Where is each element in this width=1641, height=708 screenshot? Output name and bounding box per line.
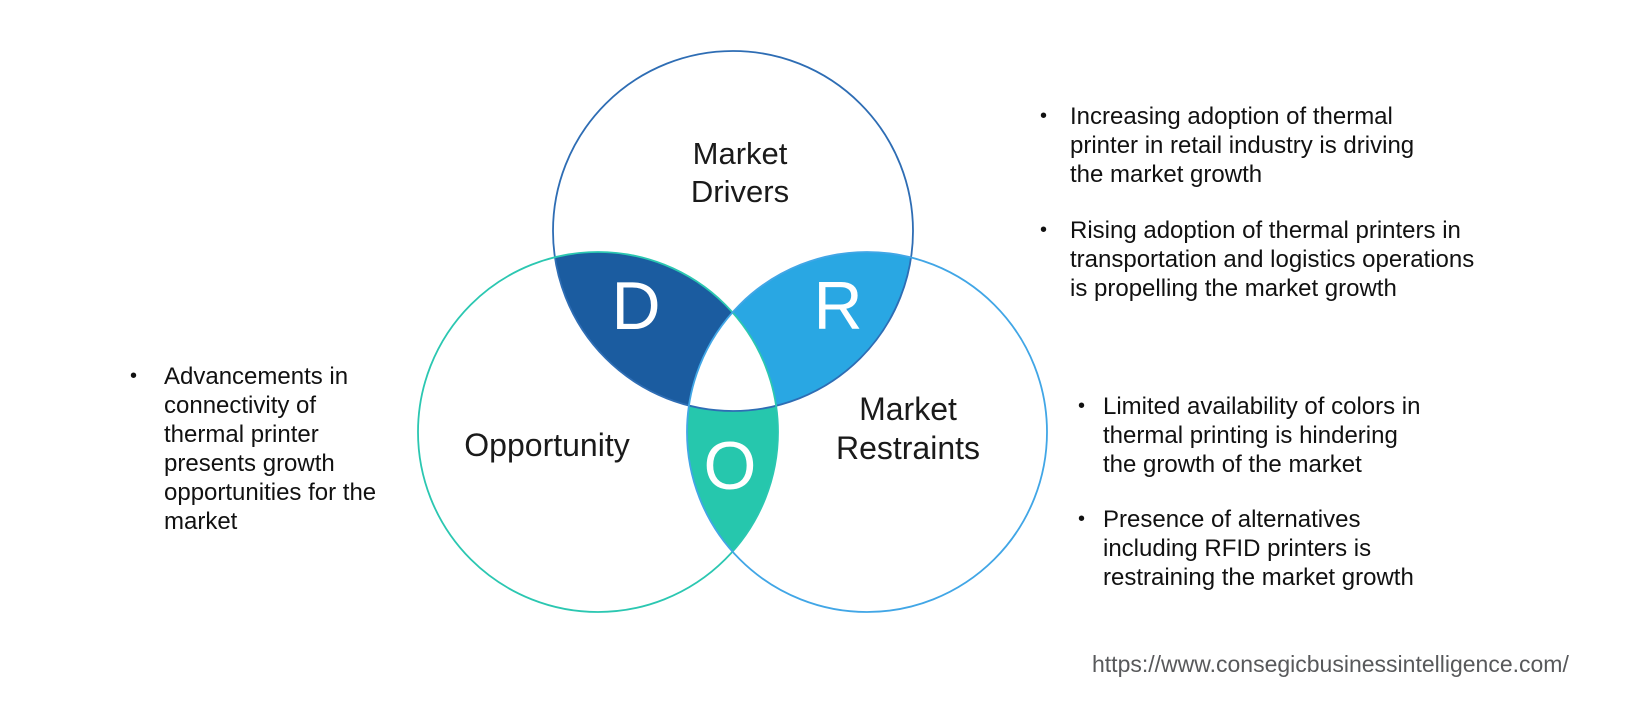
restraints-label-line2: Restraints bbox=[836, 430, 980, 466]
drivers-note-2-text: Rising adoption of thermal printers in t… bbox=[1070, 217, 1475, 302]
bullet-dot: • bbox=[1040, 105, 1048, 127]
restraints-label-line1: Market bbox=[859, 391, 957, 427]
restraints-note-1: • Limited availability of colors in ther… bbox=[1078, 392, 1503, 479]
drivers-note-2: • Rising adoption of thermal printers in… bbox=[1040, 216, 1530, 303]
drivers-note-1: • Increasing adoption of thermal printer… bbox=[1040, 102, 1530, 189]
opportunity-label: Opportunity bbox=[464, 427, 629, 463]
bullet-dot: • bbox=[1040, 219, 1048, 241]
restraints-note-2-text: Presence of alternatives including RFID … bbox=[1103, 506, 1414, 591]
drivers-label-line1: Market bbox=[693, 136, 788, 171]
opportunity-note: • Advancements in connectivity of therma… bbox=[130, 362, 424, 536]
opportunity-circle bbox=[417, 251, 779, 613]
d-lens-letter: D bbox=[611, 268, 660, 344]
o-lens-letter: O bbox=[704, 428, 757, 504]
source-url: https://www.consegicbusinessintelligence… bbox=[1092, 651, 1569, 677]
bullet-dot: • bbox=[1078, 395, 1086, 417]
r-lens-letter: R bbox=[813, 268, 862, 344]
restraints-circle bbox=[686, 251, 1048, 613]
drivers-circle bbox=[552, 50, 914, 412]
bullet-dot: • bbox=[1078, 508, 1086, 530]
restraints-note-1-text: Limited availability of colors in therma… bbox=[1103, 393, 1421, 478]
restraints-note-2: • Presence of alternatives including RFI… bbox=[1078, 505, 1503, 592]
triple-intersection bbox=[689, 312, 777, 411]
opportunity-note-text: Advancements in connectivity of thermal … bbox=[164, 363, 377, 535]
drivers-note-1-text: Increasing adoption of thermal printer i… bbox=[1070, 103, 1415, 188]
drivers-label-line2: Drivers bbox=[691, 174, 789, 209]
bullet-dot: • bbox=[130, 365, 138, 387]
